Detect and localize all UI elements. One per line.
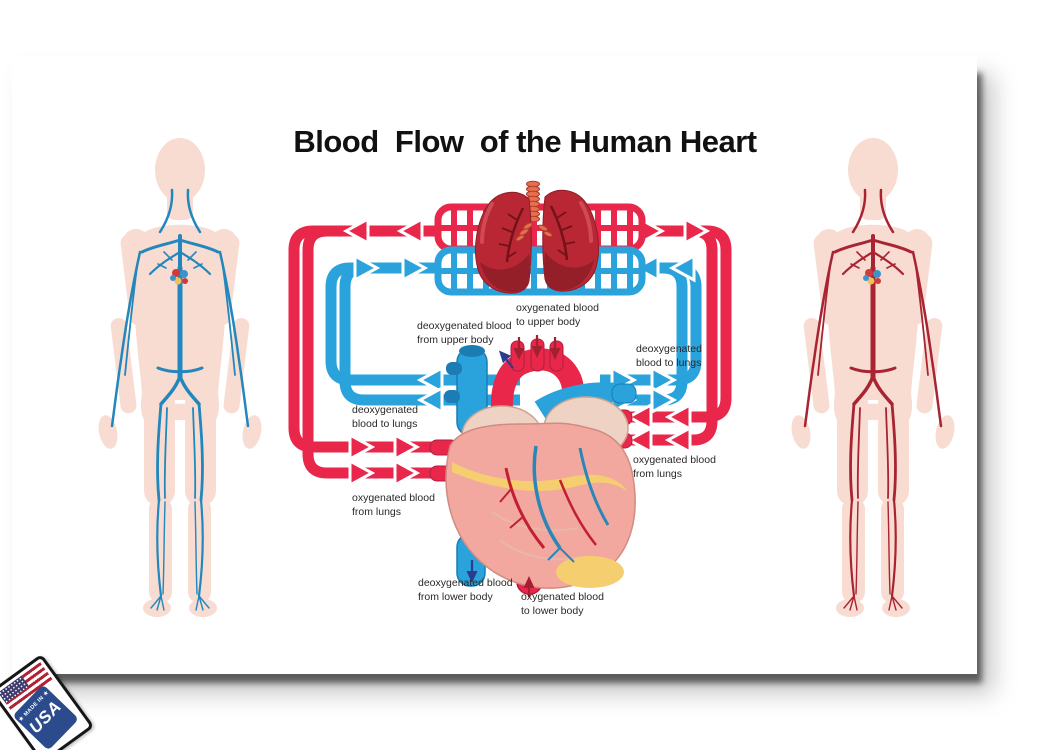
blood-flow-diagram: [288, 180, 732, 597]
lungs-illustration: [475, 180, 599, 294]
label-oxygenated-to-upper-body: oxygenated blood to upper body: [516, 302, 599, 328]
label-deoxygenated-from-upper-body: deoxygenated blood from upper body: [417, 320, 512, 346]
label-oxygenated-from-lungs-left: oxygenated blood from lungs: [352, 492, 435, 518]
heart-illustration: [429, 338, 637, 595]
capillary-grid: [434, 203, 646, 296]
venous-system-figure: [96, 138, 265, 617]
label-deoxygenated-from-lower-body: deoxygenated blood from lower body: [418, 577, 513, 603]
label-oxygenated-from-lungs-right: oxygenated blood from lungs: [633, 454, 716, 480]
annotation-arrows: [466, 335, 561, 597]
poster-title: Blood Flow of the Human Heart: [293, 124, 757, 159]
label-oxygenated-to-lower-body: oxygenated blood to lower body: [521, 591, 604, 617]
label-deoxygenated-to-lungs-right: deoxygenated blood to lungs: [636, 343, 702, 369]
usa-label: USA: [25, 697, 66, 738]
label-deoxygenated-to-lungs-left: deoxygenated blood to lungs: [352, 404, 418, 430]
bronchi-coil: [515, 222, 553, 242]
arterial-system-figure: [789, 138, 958, 617]
flag-canton: [0, 675, 29, 704]
